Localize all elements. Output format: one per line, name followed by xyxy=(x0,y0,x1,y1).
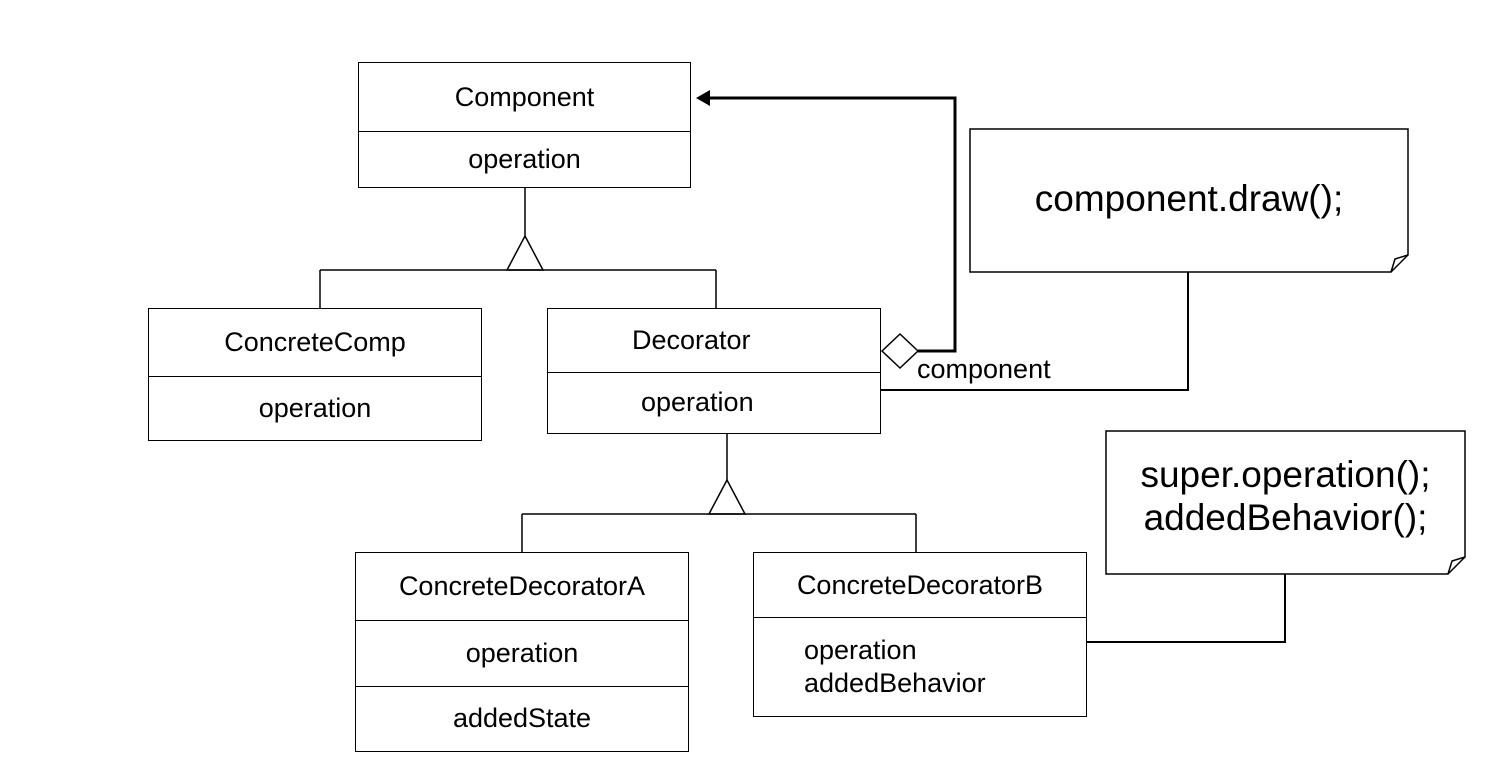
generalization-component xyxy=(319,188,717,308)
class-concrete-comp: ConcreteComp operation xyxy=(148,308,482,441)
note-text-decorator: component.draw(); xyxy=(970,178,1408,221)
class-concrete-decorator-b-added-behavior: addedBehavior xyxy=(804,667,986,698)
class-component: Component operation xyxy=(358,62,691,188)
class-decorator-name: Decorator xyxy=(632,325,751,355)
note-line: addedBehavior(); xyxy=(1143,496,1428,538)
class-concrete-comp-name: ConcreteComp xyxy=(224,327,406,357)
class-concrete-decorator-b-operations: operation addedBehavior xyxy=(754,617,1086,715)
class-decorator: Decorator operation xyxy=(547,308,881,434)
association-role-label: component xyxy=(917,354,1051,384)
class-concrete-decorator-a-operation: operation xyxy=(356,620,688,686)
class-concrete-comp-operation: operation xyxy=(149,376,481,439)
note-line: super.operation(); xyxy=(1140,454,1431,495)
class-concrete-decorator-b-operation: operation xyxy=(804,634,917,665)
class-component-operation: operation xyxy=(359,131,690,187)
class-decorator-operation: operation xyxy=(548,372,880,432)
class-concrete-decorator-a: ConcreteDecoratorA operation addedState xyxy=(355,552,689,752)
note-line: component.draw(); xyxy=(1034,178,1344,219)
class-concrete-decorator-a-attribute: addedState xyxy=(356,686,688,750)
class-concrete-decorator-a-name: ConcreteDecoratorA xyxy=(398,571,646,601)
class-concrete-decorator-b-name: ConcreteDecoratorB xyxy=(796,569,1044,600)
class-component-name: Component xyxy=(454,81,595,112)
generalization-decorator xyxy=(521,433,917,552)
class-concrete-decorator-b: ConcreteDecoratorB operation addedBehavi… xyxy=(753,552,1087,717)
note-text-decorator-b: super.operation(); addedBehavior(); xyxy=(1106,454,1465,539)
